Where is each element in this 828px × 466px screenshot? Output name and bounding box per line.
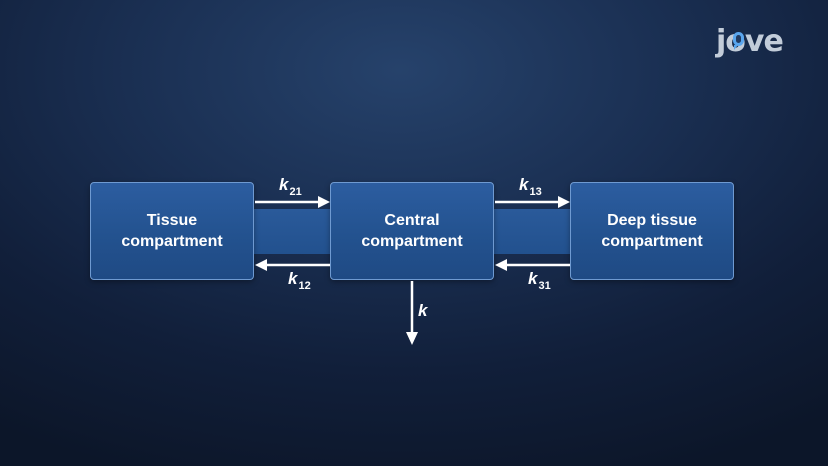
- rate-symbol: k: [519, 175, 529, 194]
- speech-bubble-icon: [733, 32, 744, 46]
- rate-subscript: 12: [298, 280, 311, 292]
- rate-label-k12: k12: [288, 269, 311, 293]
- rate-label-k31: k31: [528, 269, 551, 293]
- central-compartment-box: Central compartment: [330, 182, 494, 280]
- tissue-compartment-box: Tissue compartment: [90, 182, 254, 280]
- jove-logo: jove: [716, 24, 792, 64]
- rate-label-k13: k13: [519, 175, 542, 199]
- deep-tissue-compartment-box: Deep tissue compartment: [570, 182, 734, 280]
- central-compartment-label: Central compartment: [361, 212, 463, 250]
- deep-tissue-compartment-label: Deep tissue compartment: [601, 212, 703, 250]
- tissue-compartment-label: Tissue compartment: [121, 212, 223, 250]
- speech-bubble-tail: [734, 45, 738, 50]
- rate-symbol: k: [279, 175, 289, 194]
- connector-tissue-central: [254, 209, 330, 254]
- rate-symbol: k: [418, 301, 428, 320]
- rate-label-k21: k21: [279, 175, 302, 199]
- rate-subscript: 31: [538, 280, 551, 292]
- rate-subscript: 13: [529, 186, 542, 198]
- connector-central-deep: [494, 209, 570, 254]
- rate-label-k-elimination: k: [418, 302, 427, 320]
- logo-text: jove: [716, 24, 784, 60]
- logo-wordmark: jove: [716, 24, 784, 59]
- rate-symbol: k: [288, 269, 298, 288]
- rate-subscript: 21: [289, 186, 302, 198]
- rate-symbol: k: [528, 269, 538, 288]
- arrow-k-elimination: [406, 281, 418, 345]
